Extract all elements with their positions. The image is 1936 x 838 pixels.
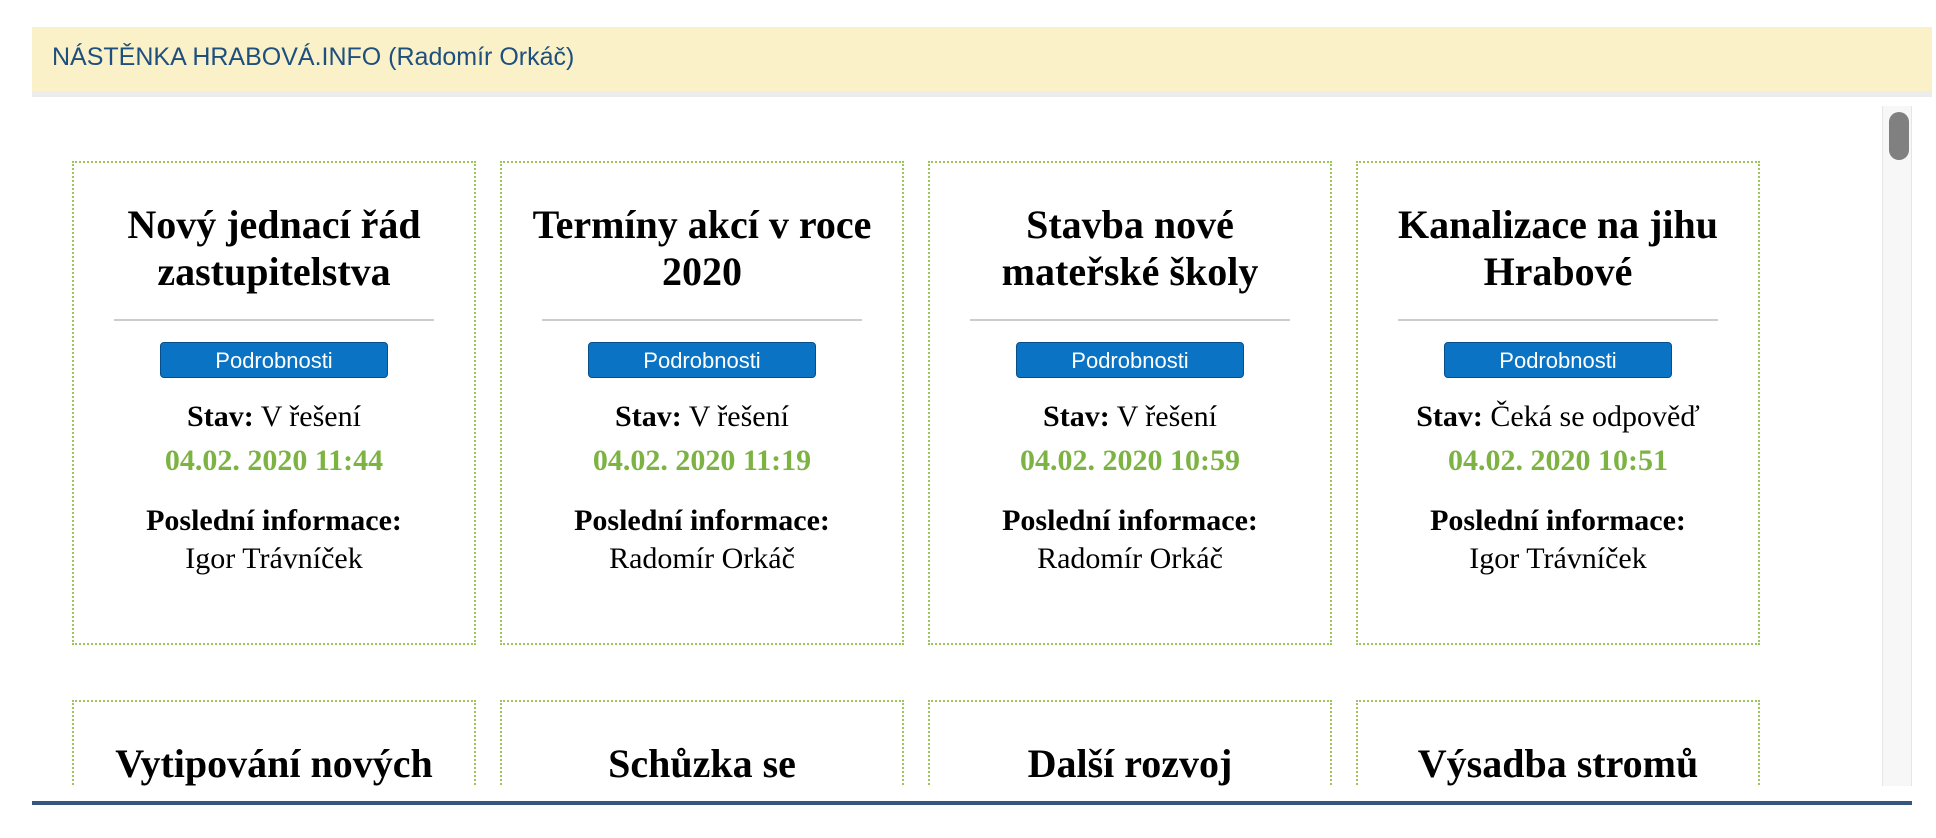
status-value: Čeká se odpověď xyxy=(1490,400,1700,433)
card-divider xyxy=(542,319,862,321)
status-value: V řešení xyxy=(260,400,361,433)
card-divider xyxy=(1398,319,1718,321)
details-button[interactable]: Podrobnosti xyxy=(1444,342,1672,378)
topic-card: Termíny akcí v roce 2020 Podrobnosti Sta… xyxy=(500,161,904,645)
card-title: Termíny akcí v roce 2020 xyxy=(532,202,872,294)
status-label: Stav: xyxy=(615,400,682,433)
timestamp: 04.02. 2020 11:19 xyxy=(592,444,812,477)
app-header: NÁSTĚNKA HRABOVÁ.INFO (Radomír Orkáč) xyxy=(32,27,1932,97)
timestamp: 04.02. 2020 11:44 xyxy=(164,444,384,477)
footer-divider-bar xyxy=(32,801,1912,805)
card-title: Další rozvoj xyxy=(1027,741,1233,786)
last-info-label: Poslední informace: xyxy=(146,504,402,537)
details-button[interactable]: Podrobnosti xyxy=(1016,342,1244,378)
topic-card: Vytipování nových xyxy=(72,700,476,786)
last-info-label: Poslední informace: xyxy=(1002,504,1258,537)
topic-card: Další rozvoj xyxy=(928,700,1332,786)
card-title: Výsadba stromů xyxy=(1417,741,1699,786)
status-value: V řešení xyxy=(1116,400,1217,433)
status-label: Stav: xyxy=(187,400,254,433)
card-divider xyxy=(114,319,434,321)
status-line: Stav: Čeká se odpověď xyxy=(1358,399,1758,435)
cards-scroll-area[interactable]: Nový jednací řád zastupitelstva Podrobno… xyxy=(32,106,1912,786)
last-info-label: Poslední informace: xyxy=(574,504,830,537)
timestamp: 04.02. 2020 10:59 xyxy=(1020,444,1240,477)
topic-card: Stavba nové mateřské školy Podrobnosti S… xyxy=(928,161,1332,645)
status-line: Stav: V řešení xyxy=(502,399,902,435)
card-title: Schůzka se xyxy=(608,741,796,786)
topic-card: Výsadba stromů xyxy=(1356,700,1760,786)
page-title: NÁSTĚNKA HRABOVÁ.INFO (Radomír Orkáč) xyxy=(52,43,575,71)
status-line: Stav: V řešení xyxy=(74,399,474,435)
last-info-label: Poslední informace: xyxy=(1430,504,1686,537)
status-label: Stav: xyxy=(1416,400,1483,433)
status-line: Stav: V řešení xyxy=(930,399,1330,435)
card-divider xyxy=(970,319,1290,321)
card-title: Vytipování nových xyxy=(115,741,433,786)
details-button[interactable]: Podrobnosti xyxy=(160,342,388,378)
card-title: Nový jednací řád zastupitelstva xyxy=(127,202,421,294)
last-info-author: Radomír Orkáč xyxy=(609,542,795,575)
status-label: Stav: xyxy=(1043,400,1110,433)
topic-card: Nový jednací řád zastupitelstva Podrobno… xyxy=(72,161,476,645)
last-info-author: Radomír Orkáč xyxy=(1037,542,1223,575)
topic-card: Kanalizace na jihu Hrabové Podrobnosti S… xyxy=(1356,161,1760,645)
topic-card: Schůzka se xyxy=(500,700,904,786)
details-button[interactable]: Podrobnosti xyxy=(588,342,816,378)
card-title: Stavba nové mateřské školy xyxy=(1001,202,1259,294)
vertical-scrollbar[interactable] xyxy=(1882,106,1912,786)
last-info-author: Igor Trávníček xyxy=(185,542,363,575)
status-value: V řešení xyxy=(688,400,789,433)
timestamp: 04.02. 2020 10:51 xyxy=(1448,444,1668,477)
scrollbar-thumb[interactable] xyxy=(1889,112,1909,160)
last-info-author: Igor Trávníček xyxy=(1469,542,1647,575)
card-title: Kanalizace na jihu Hrabové xyxy=(1397,202,1719,294)
